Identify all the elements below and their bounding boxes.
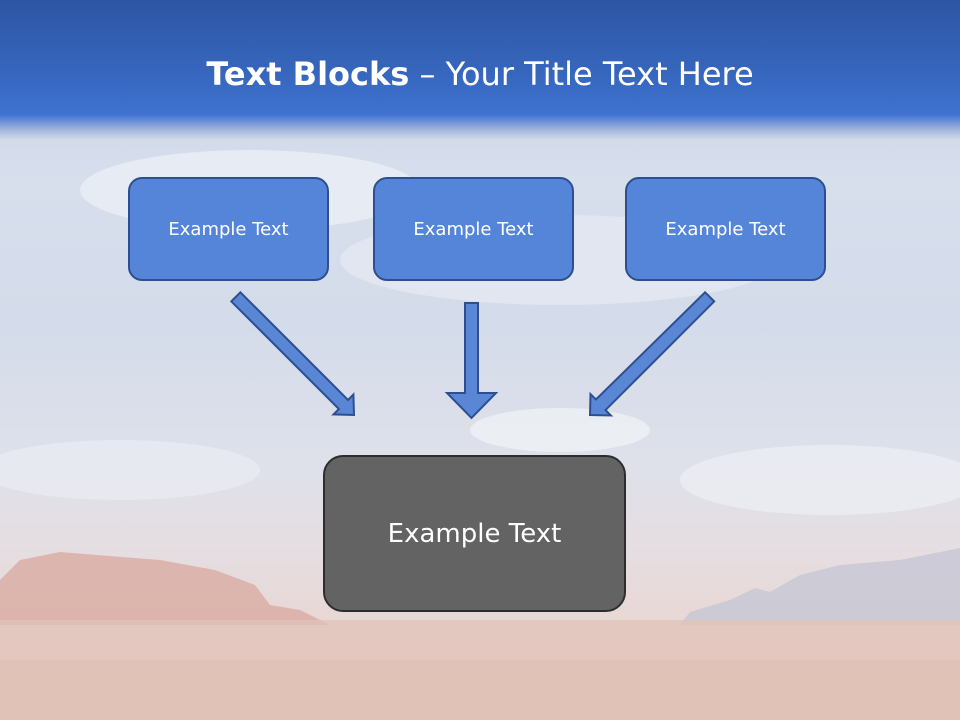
arrow-down-icon [444,302,499,420]
arrow-down-left-icon [588,290,716,417]
text-block-right-label: Example Text [665,218,786,240]
title-bar [0,0,960,140]
text-block-right[interactable]: Example Text [625,177,826,281]
text-block-left[interactable]: Example Text [128,177,329,281]
title-bold-part: Text Blocks [206,55,410,93]
result-text-block-label: Example Text [387,518,562,549]
slide-title: Text Blocks – Your Title Text Here [0,52,960,96]
text-block-left-label: Example Text [168,218,289,240]
text-block-center[interactable]: Example Text [373,177,574,281]
result-text-block[interactable]: Example Text [323,455,626,612]
arrow-down-right-icon [229,290,356,417]
title-rest-part: – Your Title Text Here [409,55,754,93]
text-block-center-label: Example Text [413,218,534,240]
